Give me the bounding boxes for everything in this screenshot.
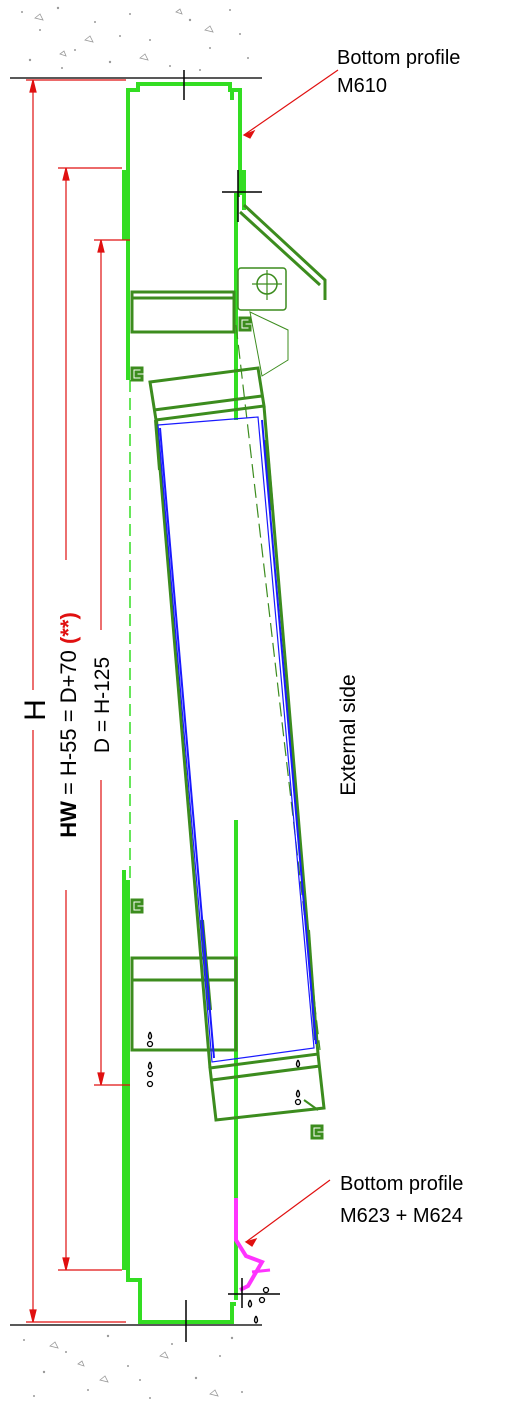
dimension-h-label: H — [19, 699, 52, 721]
bottom-profile-label-line2: M623 + M624 — [340, 1205, 463, 1227]
seal-profile — [234, 1198, 271, 1292]
sash-profiles — [130, 203, 327, 1140]
d-label-gap — [88, 630, 114, 780]
bottom-profile-label-line1: Bottom profile — [340, 1173, 463, 1195]
dimension-hw-label: HW = H-55 = D+70 (**) — [56, 612, 81, 838]
concrete-bottom — [10, 1324, 262, 1399]
h-label-gap — [18, 690, 50, 730]
concrete-top — [10, 0, 262, 79]
hw-formula: = H-55 = D+70 — [56, 644, 81, 801]
hw-label-gap — [50, 560, 82, 890]
drainage-drops — [146, 1031, 302, 1324]
external-side-label: External side — [337, 674, 360, 795]
frame-profile — [122, 82, 246, 1324]
hw-prefix: HW — [56, 801, 81, 838]
axis-marks — [183, 70, 280, 1342]
glass-pane — [157, 416, 317, 1063]
hw-note: (**) — [56, 612, 81, 644]
top-profile-label-line1: Bottom profile — [337, 47, 460, 69]
dimension-d-label: D = H-125 — [91, 657, 114, 753]
top-profile-label-line2: M610 — [337, 75, 387, 97]
